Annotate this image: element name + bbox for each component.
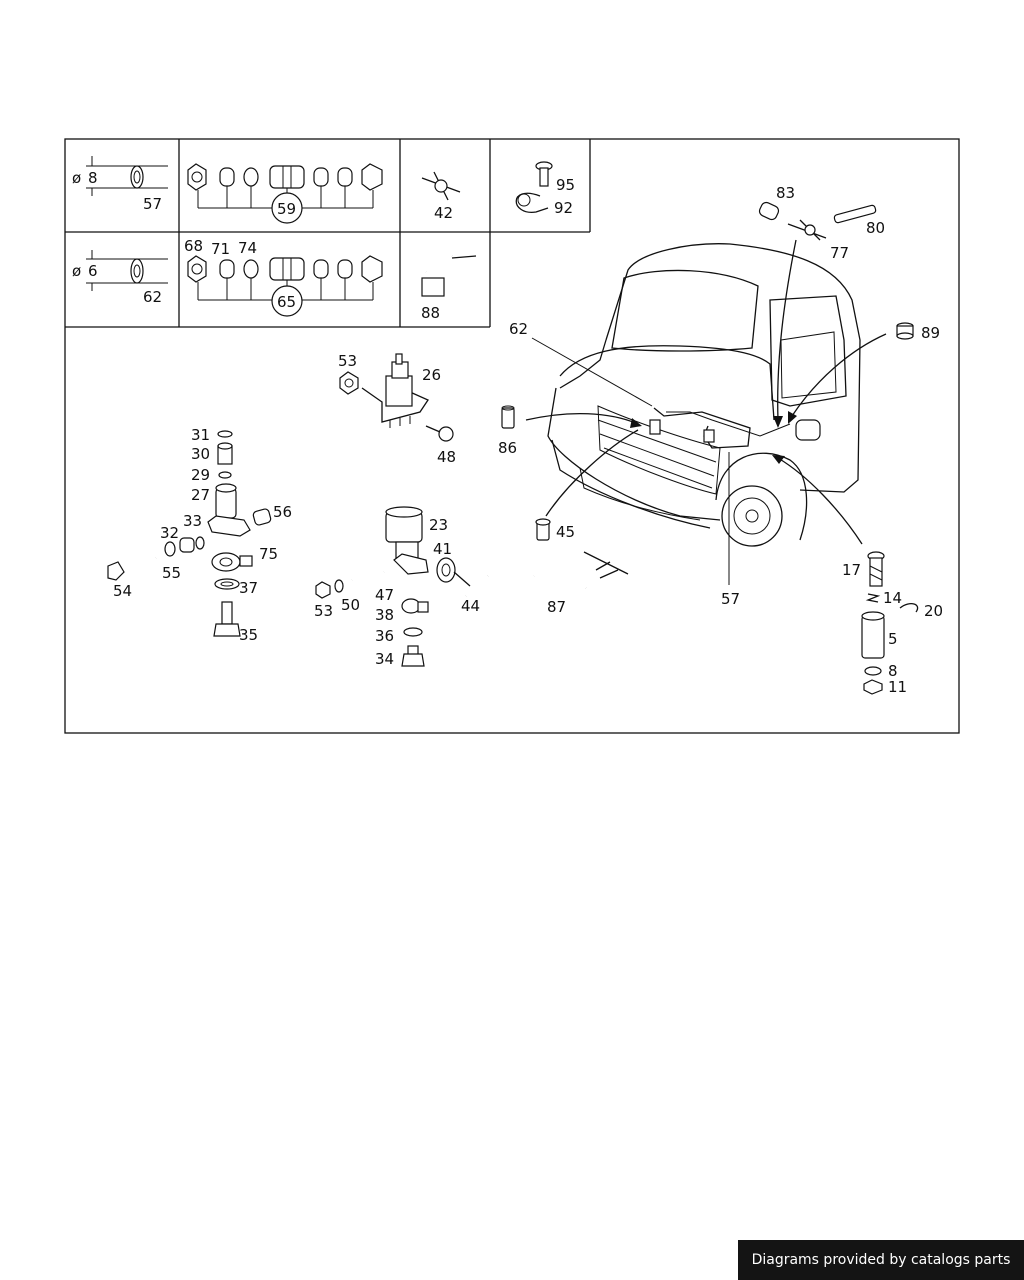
callout-34: 34 (375, 650, 394, 668)
callout-29: 29 (191, 466, 210, 484)
callout-47: 47 (375, 586, 394, 604)
callout-95: 95 (556, 176, 575, 194)
callout-35: 35 (239, 626, 258, 644)
valve-assembly-27 (107, 430, 272, 637)
callout-38: 38 (375, 606, 394, 624)
diagram-frame (64, 138, 960, 734)
callout-53-top: 53 (338, 352, 357, 370)
callout-8: 8 (888, 662, 898, 680)
callout-41: 41 (433, 540, 452, 558)
callout-74: 74 (238, 239, 257, 257)
callout-23: 23 (429, 516, 448, 534)
callout-89: 89 (921, 324, 940, 342)
callout-77: 77 (830, 244, 849, 262)
callout-27: 27 (191, 486, 210, 504)
inset-fittings-65 (187, 255, 383, 317)
callout-71: 71 (211, 240, 230, 258)
callout-30: 30 (191, 445, 210, 463)
callout-62-truck: 62 (509, 320, 528, 338)
part-87 (533, 551, 629, 591)
callout-86: 86 (498, 439, 517, 457)
callout-54: 54 (113, 582, 132, 600)
callout-57-truck: 57 (721, 590, 740, 608)
callout-53-bottom: 53 (314, 602, 333, 620)
callout-68: 68 (184, 237, 203, 255)
callout-17: 17 (842, 561, 861, 579)
valve-assembly-26 (339, 353, 454, 442)
callout-92: 92 (554, 199, 573, 217)
callout-32: 32 (160, 524, 179, 542)
callout-42: 42 (434, 204, 453, 222)
label-dia-8: 8 (88, 169, 98, 187)
leader-arrows (525, 239, 887, 545)
inset-hose-8 (86, 156, 168, 196)
washer-hose-routing (649, 407, 791, 585)
callout-45: 45 (556, 523, 575, 541)
callout-36: 36 (375, 627, 394, 645)
callout-88: 88 (421, 304, 440, 322)
part-86 (501, 405, 515, 429)
callout-14: 14 (883, 589, 902, 607)
callout-59: 59 (277, 200, 296, 218)
callout-87: 87 (547, 598, 566, 616)
callout-65: 65 (277, 293, 296, 311)
part-45 (535, 518, 551, 541)
callout-33: 33 (183, 512, 202, 530)
truck-cab-outline (547, 243, 861, 547)
part-89 (896, 322, 914, 340)
callout-44: 44 (461, 597, 480, 615)
valve-assembly-23 (315, 506, 490, 667)
callout-57-inset: 57 (143, 195, 162, 213)
inset-hose-6 (86, 250, 168, 291)
callout-26: 26 (422, 366, 441, 384)
callout-80: 80 (866, 219, 885, 237)
callout-56: 56 (273, 503, 292, 521)
label-dia-6: 6 (88, 262, 98, 280)
inset-connector-42 (421, 171, 461, 201)
diameter-symbol-6: ø (72, 262, 81, 280)
callout-48: 48 (437, 448, 456, 466)
callout-83: 83 (776, 184, 795, 202)
diagram-credit: Diagrams provided by catalogs parts (738, 1240, 1024, 1280)
callout-5: 5 (888, 630, 898, 648)
callout-75: 75 (259, 545, 278, 563)
diameter-symbol-8: ø (72, 169, 81, 187)
callout-31: 31 (191, 426, 210, 444)
inset-clamp-92-screw-95 (515, 161, 553, 213)
callout-11: 11 (888, 678, 907, 696)
callout-55: 55 (162, 564, 181, 582)
callout-50: 50 (341, 596, 360, 614)
parts-83-80-77 (758, 201, 877, 241)
callout-62-inset: 62 (143, 288, 162, 306)
pump-assembly-5 (861, 551, 919, 695)
inset-fittings-59 (187, 163, 383, 224)
inset-elbow-88 (421, 248, 477, 297)
callout-20: 20 (924, 602, 943, 620)
callout-37: 37 (239, 579, 258, 597)
